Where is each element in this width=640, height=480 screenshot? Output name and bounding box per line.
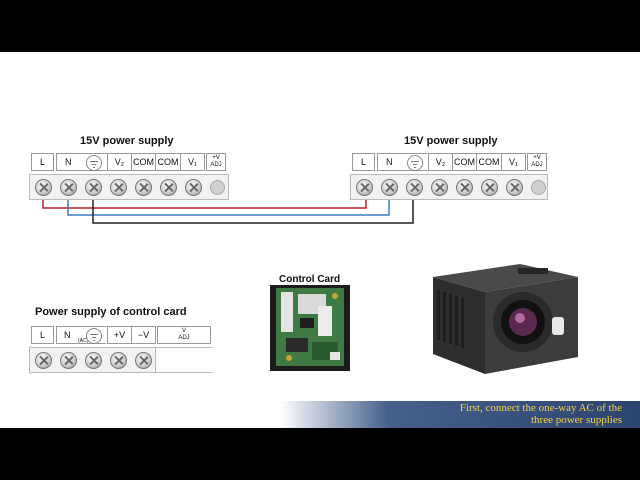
ground-icon xyxy=(86,155,102,171)
screw-terminal xyxy=(60,352,77,369)
screw-terminal xyxy=(185,179,202,196)
supply-1-label-com-2: COM xyxy=(156,153,181,171)
control-supply-label-plus-v: +V xyxy=(107,326,132,344)
supply-2-screw-row xyxy=(350,174,548,200)
control-card-image xyxy=(270,285,350,371)
supply-2-label-v1: V₁ xyxy=(502,153,526,171)
control-supply-label-ac: (AC) xyxy=(78,338,89,344)
caption-line-2: three power supplies xyxy=(530,414,622,426)
supply-1-title: 15V power supply xyxy=(80,135,174,147)
screw-terminal xyxy=(160,179,177,196)
screw-terminal xyxy=(85,352,102,369)
screw-terminal xyxy=(35,179,52,196)
control-card-title: Control Card xyxy=(279,274,341,285)
screw-terminal xyxy=(481,179,498,196)
screw-terminal xyxy=(110,179,127,196)
screw-terminal xyxy=(60,179,77,196)
adj-knob xyxy=(210,180,225,195)
camera-image xyxy=(433,264,578,374)
screw-terminal xyxy=(356,179,373,196)
supply-2-label-com-2: COM xyxy=(477,153,502,171)
caption-bar xyxy=(280,401,640,428)
supply-1-label-com-1: COM xyxy=(132,153,156,171)
blank-panel xyxy=(155,348,213,372)
caption-text: First, connect the one-way AC of the thr… xyxy=(460,402,622,426)
ground-icon xyxy=(407,155,423,171)
screw-terminal xyxy=(135,352,152,369)
control-supply-label-minus-v: −V xyxy=(132,326,156,344)
ground-icon xyxy=(86,328,102,344)
control-supply-title: Power supply of control card xyxy=(35,306,187,318)
supply-1-label-v2: V₂ xyxy=(107,153,132,171)
adj-knob xyxy=(531,180,546,195)
supply-2-title: 15V power supply xyxy=(404,135,498,147)
supply-2-label-l: L xyxy=(352,153,375,171)
screw-terminal xyxy=(35,352,52,369)
screw-terminal xyxy=(135,179,152,196)
wires xyxy=(42,200,414,224)
supply-1-label-l: L xyxy=(31,153,54,171)
control-supply-label-l: L xyxy=(31,326,54,344)
screw-terminal xyxy=(406,179,423,196)
wire-n xyxy=(67,200,390,216)
screw-terminal xyxy=(381,179,398,196)
supply-1-screw-row xyxy=(29,174,229,200)
screw-terminal xyxy=(506,179,523,196)
wire-l xyxy=(42,200,367,209)
screw-terminal xyxy=(85,179,102,196)
control-supply-screw-row xyxy=(29,347,213,373)
screw-terminal xyxy=(110,352,127,369)
supply-1-label-v1: V₁ xyxy=(181,153,205,171)
screw-terminal xyxy=(431,179,448,196)
screw-terminal xyxy=(456,179,473,196)
caption-line-1: First, connect the one-way AC of the xyxy=(459,402,622,414)
supply-2-label-v2: V₂ xyxy=(428,153,453,171)
wire-ground xyxy=(92,200,414,224)
supply-2-label-com-1: COM xyxy=(453,153,477,171)
